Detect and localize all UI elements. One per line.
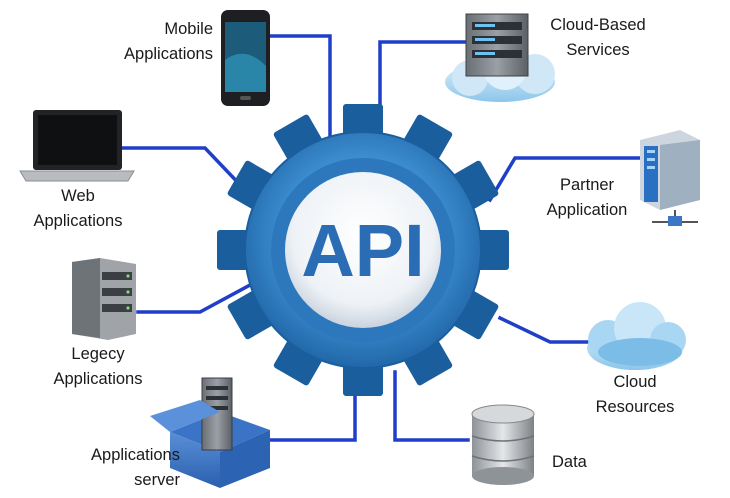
cloud-resources-label: Cloud Resources xyxy=(580,370,690,420)
legacy-label-line2: Applications xyxy=(53,370,143,388)
server-rack-icon xyxy=(72,258,136,340)
laptop-icon xyxy=(19,110,135,182)
cloud-services-label-line2: Services xyxy=(566,41,630,59)
server-box-icon xyxy=(150,377,270,488)
cloud-resources-label-line1: Cloud xyxy=(613,373,657,391)
mobile-label-line1: Mobile xyxy=(164,20,213,38)
partner-application-label: Partner Application xyxy=(527,173,647,223)
data-label-line1: Data xyxy=(552,453,587,471)
connector-app-server xyxy=(266,368,357,442)
data-label: Data xyxy=(552,450,587,475)
network-server-icon xyxy=(640,130,700,226)
connector-cloud-resources xyxy=(497,315,594,344)
connector-legacy xyxy=(136,282,253,314)
partner-label-line2: Application xyxy=(546,201,628,219)
cloud-resources-label-line2: Resources xyxy=(595,398,675,416)
mobile-applications-label: Mobile Applications xyxy=(124,17,213,67)
api-label: API xyxy=(301,209,424,292)
web-label-line2: Applications xyxy=(33,212,123,230)
connector-partner xyxy=(487,156,652,203)
api-hub xyxy=(285,172,441,328)
smartphone-icon xyxy=(221,10,270,106)
api-gear xyxy=(217,104,509,396)
legacy-label-line1: Legecy xyxy=(71,345,125,363)
partner-label-line1: Partner xyxy=(559,176,615,194)
legacy-applications-label: Legecy Applications xyxy=(28,342,168,392)
cloud-icon xyxy=(587,302,686,370)
connector-web xyxy=(120,146,248,193)
cloud-server-icon xyxy=(445,13,555,102)
cloud-based-services-label: Cloud-Based Services xyxy=(533,13,663,63)
cloud-services-label-line1: Cloud-Based xyxy=(550,16,646,34)
mobile-label-line2: Applications xyxy=(124,45,213,63)
web-label-line1: Web xyxy=(61,187,95,205)
applications-server-label: Applications server xyxy=(91,443,180,493)
app-server-label-line2: server xyxy=(134,471,180,489)
connectors xyxy=(120,34,652,442)
web-applications-label: Web Applications xyxy=(8,184,148,234)
connector-mobile xyxy=(268,34,332,170)
connector-data xyxy=(393,370,470,442)
app-server-label-line1: Applications xyxy=(91,446,180,464)
database-icon xyxy=(471,404,535,485)
connector-cloud-services xyxy=(378,40,466,132)
